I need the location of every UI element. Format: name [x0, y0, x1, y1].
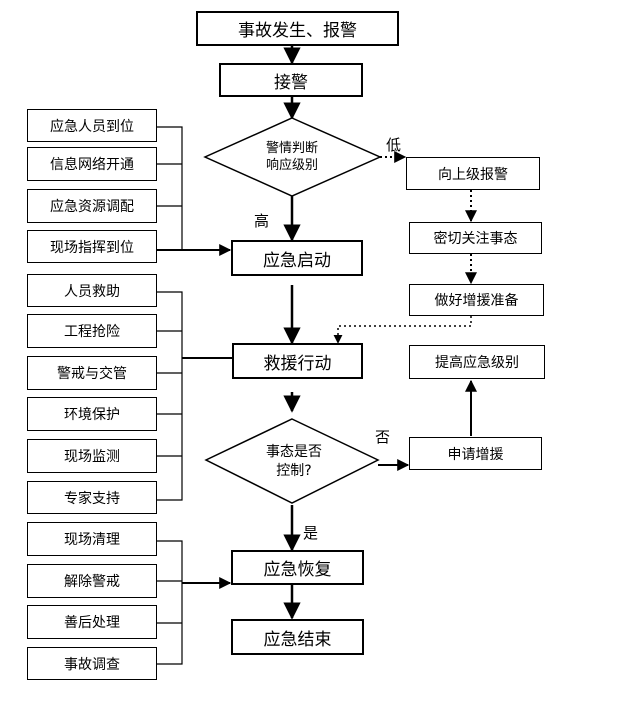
- decision-level-line-2: 响应级别: [265, 158, 318, 173]
- recover-item: 解除警戒: [27, 564, 157, 598]
- bracket-rescue-group: [157, 291, 183, 501]
- step-rescue: 救援行动: [232, 343, 363, 379]
- label-high: 高: [254, 212, 270, 230]
- step-raise: 提高应急级别: [409, 345, 545, 379]
- bracket-activate-group: [157, 126, 183, 250]
- label-low: 低: [386, 136, 402, 154]
- rescue-item: 现场监测: [27, 439, 157, 473]
- rescue-item: 人员救助: [27, 274, 157, 307]
- step-request: 申请增援: [409, 437, 542, 470]
- step-activate: 应急启动: [231, 240, 363, 276]
- recover-item: 现场清理: [27, 522, 157, 556]
- activate-item: 信息网络开通: [27, 147, 157, 181]
- decision-control-line-1: 事态是否: [266, 444, 322, 460]
- rescue-item: 工程抢险: [27, 314, 157, 348]
- step-receive: 接警: [219, 63, 363, 97]
- step-start: 事故发生、报警: [196, 11, 399, 46]
- step-monitor: 密切关注事态: [409, 222, 542, 254]
- decision-control-line-2: 控制?: [276, 463, 312, 479]
- activate-item: 应急人员到位: [27, 109, 157, 142]
- step-report-up: 向上级报警: [406, 157, 540, 190]
- rescue-item: 环境保护: [27, 397, 157, 431]
- activate-item: 应急资源调配: [27, 189, 157, 223]
- decision-level-line-1: 警情判断: [265, 141, 318, 156]
- bracket-recover-group: [157, 540, 183, 665]
- decision-control-text: 事态是否 控制?: [242, 443, 346, 481]
- decision-diamond-control: [204, 418, 380, 504]
- dotted-arrow-prepare-to-rescue: [333, 316, 472, 344]
- rescue-item: 警戒与交管: [27, 356, 157, 390]
- step-end: 应急结束: [231, 619, 364, 655]
- step-prepare: 做好增援准备: [409, 284, 544, 316]
- decision-level-text: 警情判断 响应级别: [240, 140, 344, 174]
- decision-diamond-level: [203, 117, 382, 197]
- label-yes: 是: [303, 524, 319, 542]
- step-recover: 应急恢复: [231, 550, 364, 585]
- recover-item: 善后处理: [27, 605, 157, 639]
- activate-item: 现场指挥到位: [27, 230, 157, 263]
- rescue-item: 专家支持: [27, 481, 157, 514]
- label-no: 否: [375, 428, 391, 446]
- recover-item: 事故调查: [27, 647, 157, 680]
